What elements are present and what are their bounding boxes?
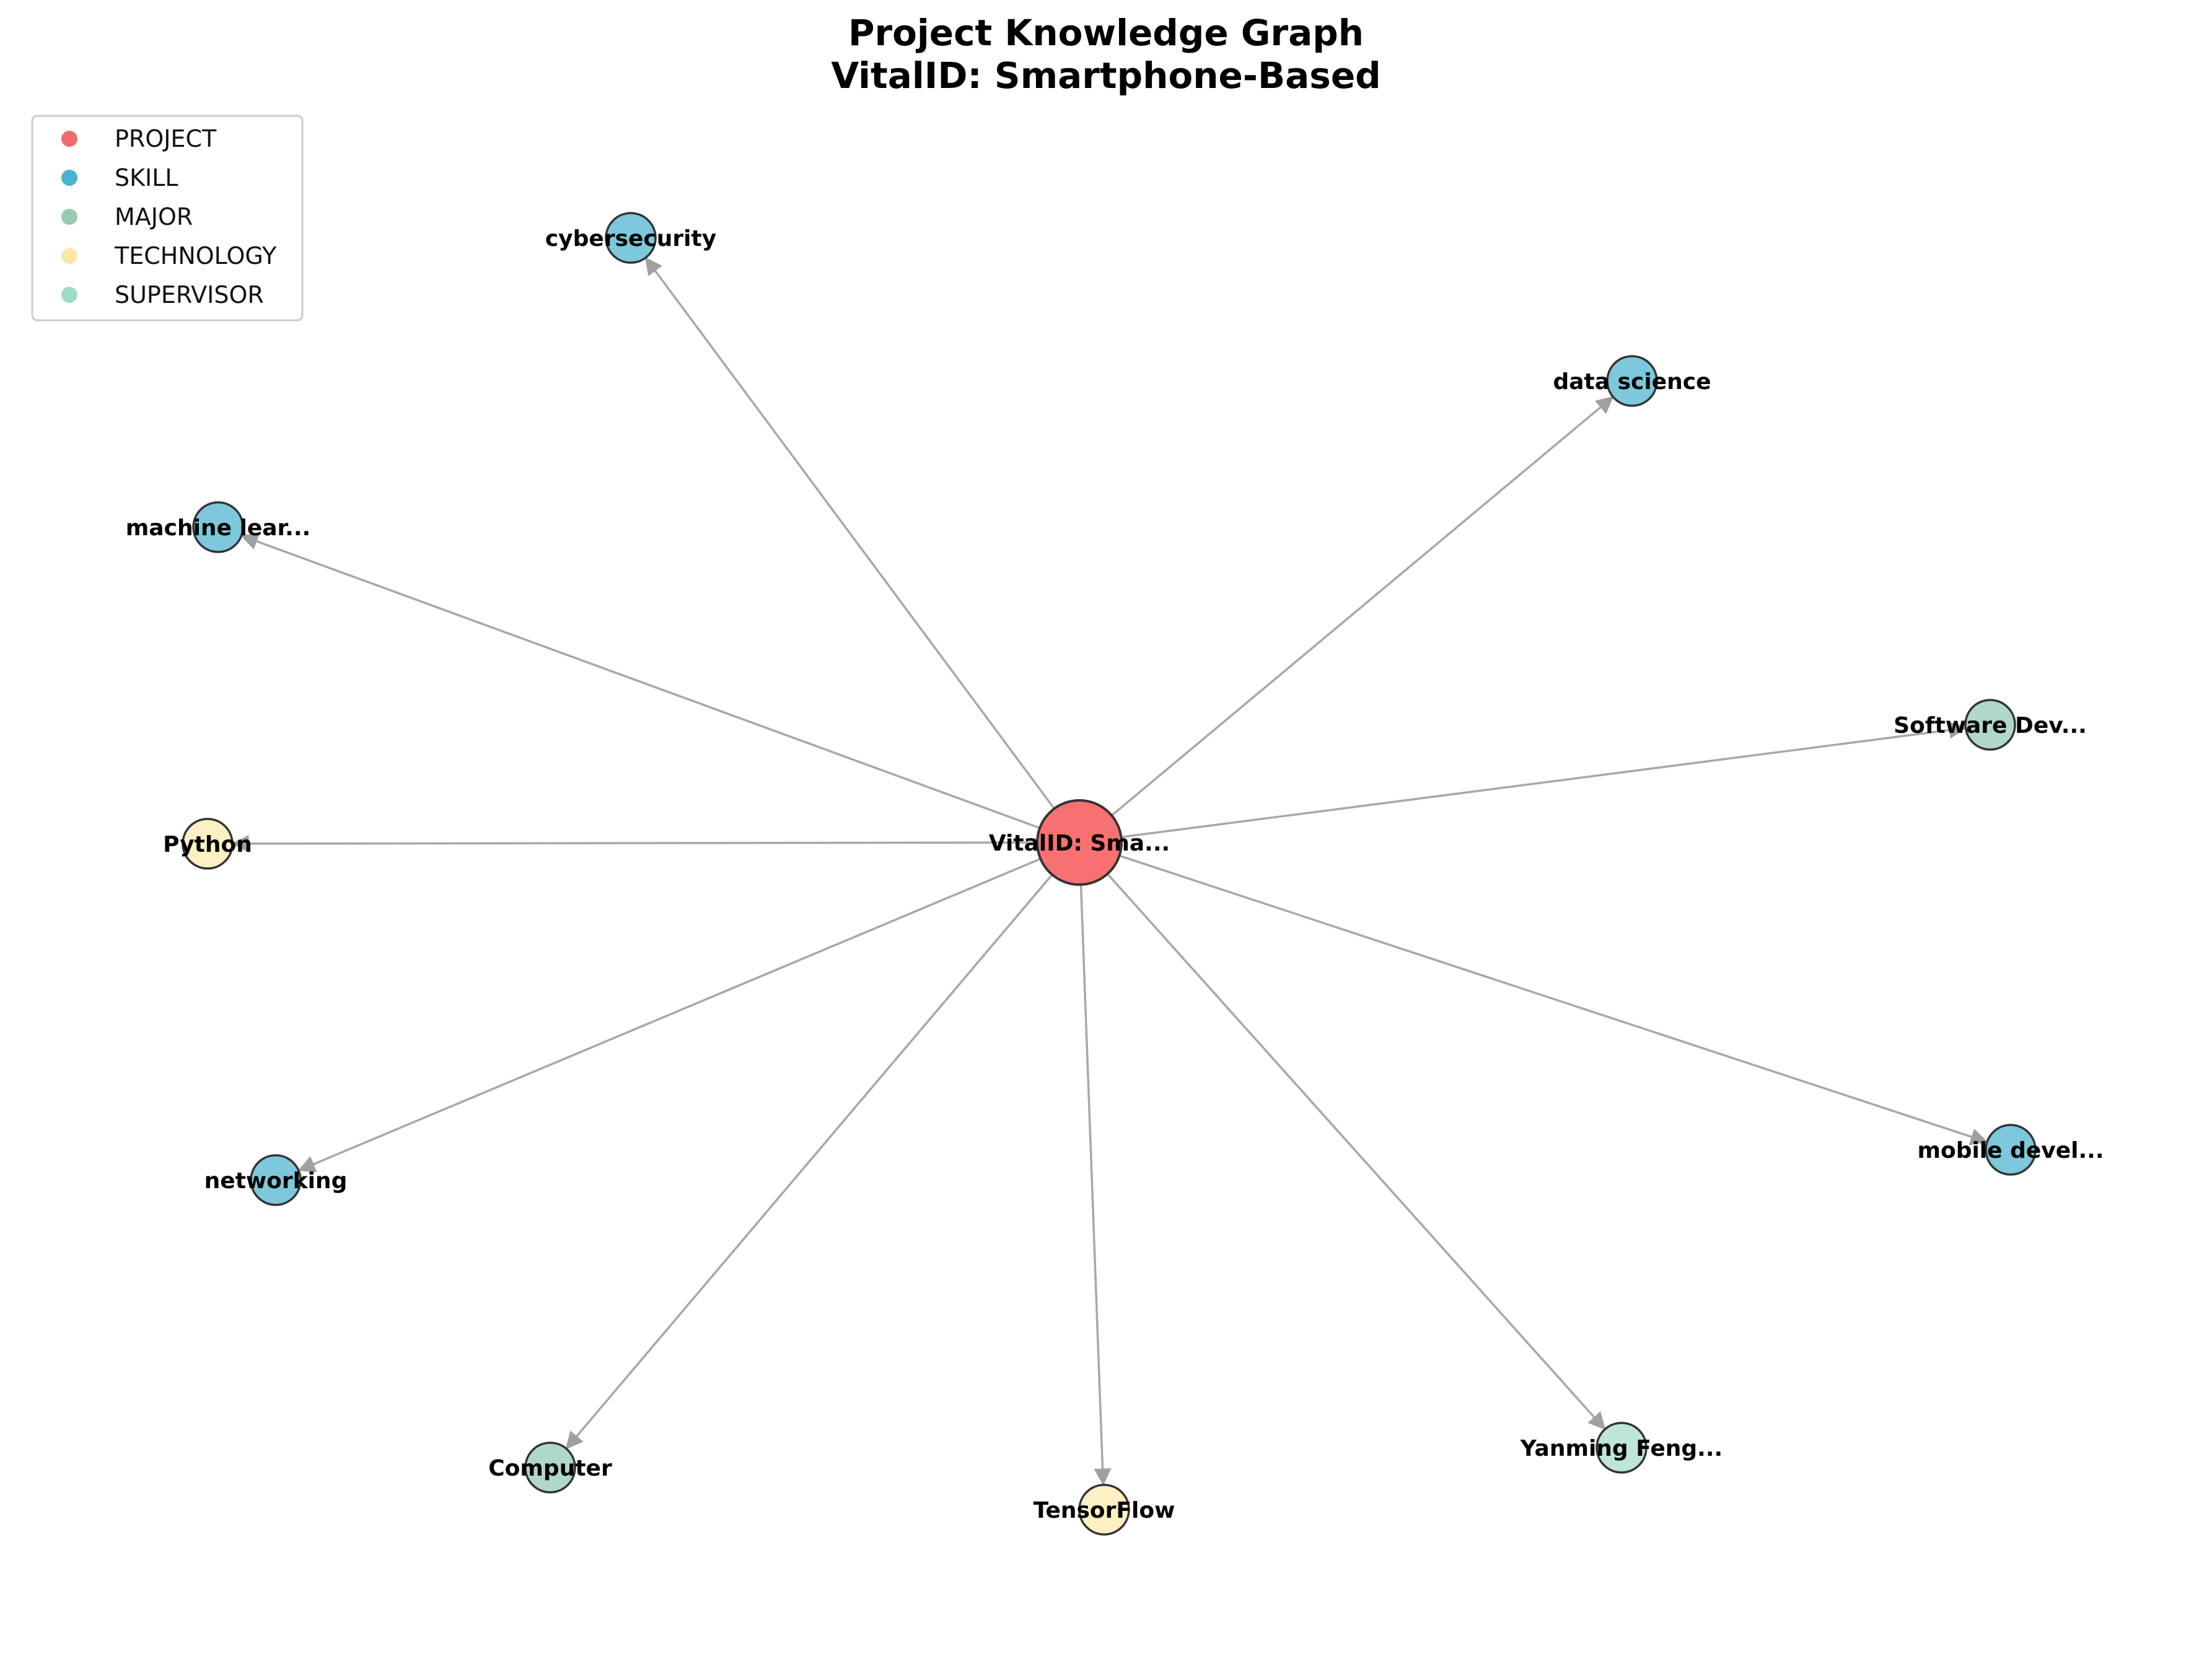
- legend-label-technology: TECHNOLOGY: [114, 242, 277, 269]
- node-label-python: Python: [163, 832, 252, 857]
- node-label-networking: networking: [204, 1168, 348, 1194]
- node-computer[interactable]: Computer: [488, 1442, 612, 1494]
- node-mobile-dev[interactable]: mobile devel...: [1917, 1124, 2104, 1176]
- node-label-project: VitalID: Sma...: [989, 831, 1170, 856]
- edge-project-to-machine-learning: [240, 533, 1040, 829]
- node-label-computer: Computer: [488, 1456, 612, 1481]
- node-circle-mobile-dev[interactable]: [1985, 1124, 2037, 1176]
- edge-project-to-data-science: [1111, 396, 1614, 816]
- legend-label-skill: SKILL: [115, 164, 178, 191]
- node-python[interactable]: Python: [163, 818, 252, 870]
- node-tensorflow[interactable]: TensorFlow: [1034, 1484, 1175, 1536]
- graph-title-line-1: Project Knowledge Graph: [848, 12, 1364, 54]
- node-circle-tensorflow[interactable]: [1078, 1484, 1130, 1536]
- edge-project-to-mobile-dev: [1119, 854, 1988, 1145]
- legend-marker-project: [61, 131, 77, 147]
- node-machine-learning[interactable]: machine lear...: [126, 501, 310, 553]
- node-circle-networking[interactable]: [250, 1154, 302, 1206]
- node-yanming-feng[interactable]: Yanming Feng...: [1520, 1422, 1723, 1474]
- node-label-tensorflow: TensorFlow: [1034, 1498, 1175, 1523]
- node-label-data-science: data science: [1553, 369, 1711, 395]
- node-circle-software-dev[interactable]: [1964, 699, 2016, 751]
- edge-project-to-yanming-feng: [1107, 873, 1606, 1430]
- legend-marker-technology: [61, 248, 77, 264]
- legend-marker-major: [61, 209, 77, 225]
- node-label-cybersecurity: cybersecurity: [545, 226, 716, 252]
- node-circle-python[interactable]: [182, 818, 234, 870]
- node-circle-project[interactable]: [1036, 799, 1123, 886]
- legend-items: PROJECT SKILL MAJOR TECHNOLOGY SUPERVISOR: [61, 125, 277, 308]
- edges-layer: [231, 256, 1988, 1486]
- node-circle-data-science[interactable]: [1606, 355, 1658, 407]
- node-software-dev[interactable]: Software Dev...: [1894, 699, 2087, 751]
- node-label-mobile-dev: mobile devel...: [1917, 1138, 2104, 1163]
- node-networking[interactable]: networking: [204, 1154, 348, 1206]
- legend-label-supervisor: SUPERVISOR: [115, 281, 264, 308]
- graph-title-line-2: VitalID: Smartphone-Based: [831, 55, 1380, 97]
- node-label-software-dev: Software Dev...: [1894, 713, 2087, 738]
- node-circle-cybersecurity[interactable]: [605, 212, 657, 264]
- legend-marker-skill: [61, 170, 77, 186]
- legend-label-major: MAJOR: [115, 203, 193, 230]
- legend-label-project: PROJECT: [115, 125, 217, 152]
- node-project[interactable]: VitalID: Sma...: [989, 799, 1170, 886]
- node-cybersecurity[interactable]: cybersecurity: [545, 212, 716, 264]
- node-circle-computer[interactable]: [524, 1442, 576, 1494]
- node-label-yanming-feng: Yanming Feng...: [1520, 1436, 1723, 1461]
- legend: PROJECT SKILL MAJOR TECHNOLOGY SUPERVISOR: [31, 115, 304, 322]
- edge-project-to-python: [231, 834, 1038, 852]
- node-circle-machine-learning[interactable]: [192, 501, 244, 553]
- node-data-science[interactable]: data science: [1553, 355, 1711, 407]
- legend-frame: [31, 115, 304, 322]
- edge-project-to-computer: [565, 873, 1053, 1450]
- edge-project-to-software-dev: [1121, 721, 1967, 839]
- nodes-layer: VitalID: Sma... cybersecurity data science…: [126, 212, 2104, 1536]
- legend-marker-supervisor: [61, 287, 77, 303]
- node-circle-yanming-feng[interactable]: [1595, 1422, 1648, 1474]
- edge-project-to-networking: [297, 857, 1041, 1173]
- edge-project-to-cybersecurity: [644, 256, 1055, 810]
- node-label-machine-learning: machine lear...: [126, 515, 310, 541]
- edge-project-to-tensorflow: [1079, 884, 1112, 1486]
